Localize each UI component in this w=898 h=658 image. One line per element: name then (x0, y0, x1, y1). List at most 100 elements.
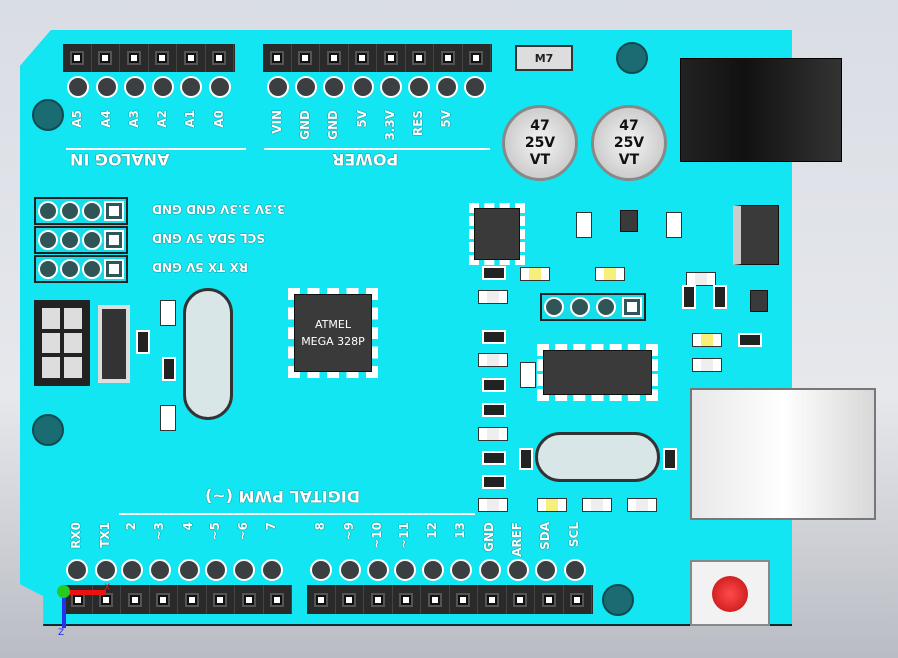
resistor (482, 475, 506, 489)
pin-label: 5V (355, 110, 369, 128)
pin-hole[interactable] (66, 559, 88, 581)
header-pin[interactable] (450, 585, 478, 614)
pin-hole[interactable] (339, 559, 361, 581)
pin-hole[interactable] (95, 559, 117, 581)
pin-header-4[interactable] (540, 293, 646, 321)
pin-label: GND (482, 522, 496, 552)
pin-header-4[interactable] (34, 226, 128, 254)
pin-hole[interactable] (464, 76, 486, 98)
pin-hole[interactable] (295, 76, 317, 98)
digital-header-high[interactable] (307, 585, 593, 614)
resistor (482, 451, 506, 465)
header-pin[interactable] (349, 44, 377, 72)
header-pin[interactable] (434, 44, 463, 72)
pin-hole[interactable] (180, 76, 202, 98)
header-pin[interactable] (535, 585, 564, 614)
header-pin[interactable] (206, 44, 234, 72)
pin-hole[interactable] (152, 76, 174, 98)
diode-m7: M7 (515, 45, 573, 71)
usb-b-connector[interactable] (690, 388, 876, 520)
header-pin[interactable] (307, 585, 336, 614)
cap-series: VT (529, 152, 551, 168)
i2c-row-label: SCL SDA 5V GND (152, 231, 266, 245)
header-pin[interactable] (421, 585, 450, 614)
ic-soic8 (469, 203, 525, 265)
header-pin[interactable] (478, 585, 507, 614)
header-pin[interactable] (393, 585, 421, 614)
header-pin[interactable] (263, 44, 292, 72)
smd-component (478, 290, 508, 304)
header-pin[interactable] (235, 585, 264, 614)
pin-label: ~11 (397, 522, 411, 549)
header-pin[interactable] (93, 585, 121, 614)
pin-hole[interactable] (121, 559, 143, 581)
reset-button[interactable] (690, 560, 770, 626)
header-pin[interactable] (463, 44, 491, 72)
pin-hole[interactable] (205, 559, 227, 581)
pin-hole[interactable] (267, 76, 289, 98)
header-pin[interactable] (120, 44, 149, 72)
pin-hole[interactable] (261, 559, 283, 581)
header-pin[interactable] (264, 585, 292, 614)
pin-label: ~10 (370, 522, 384, 549)
power-header[interactable] (263, 44, 492, 72)
header-pin[interactable] (377, 44, 406, 72)
header-pin[interactable] (178, 585, 207, 614)
header-pin[interactable] (364, 585, 393, 614)
header-pin[interactable] (63, 44, 92, 72)
pin-label: RES (411, 110, 425, 137)
header-pin[interactable] (150, 585, 178, 614)
pin-hole[interactable] (535, 559, 557, 581)
power-jack[interactable] (680, 58, 842, 162)
resistor (663, 448, 677, 470)
electrolytic-capacitor: 47 25V VT (502, 105, 578, 181)
header-pin[interactable] (177, 44, 206, 72)
pin-hole[interactable] (67, 76, 89, 98)
pin-hole[interactable] (323, 76, 345, 98)
analog-header[interactable] (63, 44, 235, 72)
i2c-row-label: 3.3V 3.3V GND GND (152, 202, 286, 216)
pin-label: 7 (264, 522, 278, 531)
pin-hole[interactable] (408, 76, 430, 98)
pin-hole[interactable] (149, 559, 171, 581)
pin-hole[interactable] (233, 559, 255, 581)
pin-label: A0 (212, 110, 226, 128)
pin-label: A1 (183, 110, 197, 128)
led (692, 333, 722, 347)
pin-header-4[interactable] (34, 197, 128, 225)
header-pin[interactable] (507, 585, 535, 614)
header-pin[interactable] (64, 585, 93, 614)
pin-hole[interactable] (394, 559, 416, 581)
header-pin[interactable] (149, 44, 177, 72)
pin-hole[interactable] (450, 559, 472, 581)
pin-hole[interactable] (564, 559, 586, 581)
header-pin[interactable] (320, 44, 349, 72)
pin-hole[interactable] (380, 76, 402, 98)
header-pin[interactable] (207, 585, 235, 614)
icsp-header-2x3[interactable] (34, 300, 90, 386)
pin-hole[interactable] (507, 559, 529, 581)
pin-hole[interactable] (178, 559, 200, 581)
pin-hole[interactable] (367, 559, 389, 581)
pin-header-4[interactable] (34, 255, 128, 283)
header-pin[interactable] (564, 585, 592, 614)
digital-header-low[interactable] (64, 585, 292, 614)
pin-hole[interactable] (479, 559, 501, 581)
pin-hole[interactable] (422, 559, 444, 581)
pin-label: ~3 (152, 522, 166, 541)
pin-hole[interactable] (124, 76, 146, 98)
header-pin[interactable] (121, 585, 150, 614)
pin-hole[interactable] (436, 76, 458, 98)
pin-hole[interactable] (209, 76, 231, 98)
header-pin[interactable] (292, 44, 320, 72)
header-pin[interactable] (406, 44, 434, 72)
pin-hole[interactable] (352, 76, 374, 98)
header-pin[interactable] (92, 44, 120, 72)
pin-hole[interactable] (310, 559, 332, 581)
x-axis-label: X (104, 583, 111, 593)
pin-label: GND (298, 110, 312, 140)
pin-hole[interactable] (96, 76, 118, 98)
header-pin[interactable] (336, 585, 364, 614)
reset-button-cap[interactable] (712, 576, 748, 612)
smd-component (666, 212, 682, 238)
